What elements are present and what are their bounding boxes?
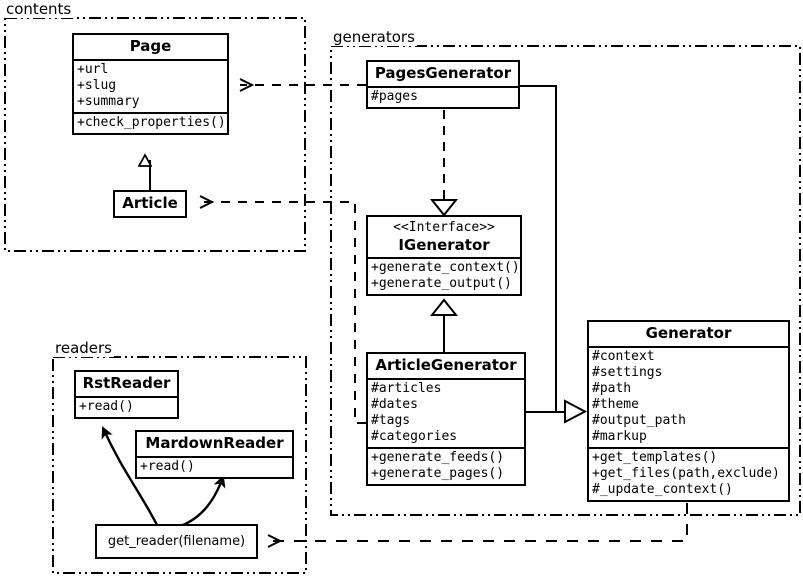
package-label-readers: readers [53, 339, 114, 357]
class-box-pagesgenerator[interactable]: PagesGenerator #pages [366, 60, 520, 109]
class-box-mardownreader[interactable]: MardownReader +read() [135, 430, 294, 479]
class-box-igenerator[interactable]: <<Interface>> IGenerator +generate_conte… [366, 215, 522, 296]
edge-articlegenerator-to-igenerator [429, 298, 459, 352]
class-stereotype-igenerator: <<Interface>> [393, 220, 495, 235]
class-attributes-page: +url +slug +summary [74, 59, 227, 112]
operation-item: +generate_feeds() [371, 450, 505, 465]
class-header-igenerator: <<Interface>> IGenerator [368, 217, 520, 257]
function-box-get-reader[interactable]: get_reader(filename) [95, 524, 258, 559]
class-box-rstreader[interactable]: RstReader +read() [74, 370, 179, 419]
class-box-article[interactable]: Article [113, 190, 187, 218]
attribute-item: +slug [77, 78, 117, 93]
attribute-item: #theme [592, 397, 639, 412]
attribute-item: +url [77, 62, 109, 77]
class-operations-rstreader: +read() [76, 396, 177, 417]
operation-item: +generate_context() [371, 260, 520, 275]
operation-item: +read() [140, 459, 195, 474]
class-box-page[interactable]: Page +url +slug +summary +check_properti… [72, 33, 229, 135]
operation-item: +get_templates() [592, 450, 718, 465]
attribute-item: #articles [371, 381, 442, 396]
class-operations-page: +check_properties() [74, 112, 227, 133]
class-box-articlegenerator[interactable]: ArticleGenerator #articles #dates #tags … [366, 352, 526, 486]
class-name-mardownreader: MardownReader [145, 434, 284, 452]
class-name-articlegenerator: ArticleGenerator [375, 356, 517, 374]
attribute-item: #context [592, 349, 655, 364]
attribute-item: #dates [371, 397, 418, 412]
edge-pagesgenerator-to-igenerator [429, 110, 459, 217]
operation-item: #_update_context() [592, 482, 733, 497]
class-name-page: Page [129, 37, 172, 55]
class-attributes-generator: #context #settings #path #theme #output_… [589, 346, 788, 447]
operation-item: +generate_pages() [371, 466, 505, 481]
attribute-item: +summary [77, 94, 140, 109]
class-operations-mardownreader: +read() [137, 456, 292, 477]
class-name-rstreader: RstReader [82, 374, 171, 392]
operation-item: +get_files(path,exclude) [592, 466, 780, 481]
attribute-item: #output_path [592, 413, 686, 428]
attribute-item: #markup [592, 429, 647, 444]
class-name-article: Article [122, 194, 178, 212]
class-name-pagesgenerator: PagesGenerator [374, 64, 512, 82]
edge-articlegenerator-to-article [200, 202, 366, 424]
edge-generator-to-getreader [268, 503, 688, 541]
class-operations-articlegenerator: +generate_feeds() +generate_pages() [368, 447, 524, 484]
package-label-generators: generators [331, 28, 417, 46]
class-attributes-pagesgenerator: #pages [368, 86, 518, 107]
attribute-item: #settings [592, 365, 663, 380]
operation-item: +check_properties() [77, 115, 226, 130]
attribute-item: #pages [371, 89, 418, 104]
class-name-igenerator: IGenerator [398, 236, 490, 254]
operation-item: +read() [79, 399, 134, 414]
attribute-item: #path [592, 381, 632, 396]
attribute-item: #categories [371, 429, 458, 444]
function-label-get-reader: get_reader(filename) [107, 534, 246, 549]
operation-item: +generate_output() [371, 276, 512, 291]
class-box-generator[interactable]: Generator #context #settings #path #them… [587, 320, 790, 502]
edge-generators-to-generator [520, 85, 588, 424]
class-operations-igenerator: +generate_context() +generate_output() [368, 257, 520, 294]
class-operations-generator: +get_templates() +get_files(path,exclude… [589, 447, 788, 500]
class-attributes-articlegenerator: #articles #dates #tags #categories [368, 378, 524, 447]
edge-getreader-to-mardownreader [177, 477, 223, 529]
attribute-item: #tags [371, 413, 411, 428]
class-name-generator: Generator [645, 324, 732, 342]
package-label-contents: contents [4, 0, 74, 18]
